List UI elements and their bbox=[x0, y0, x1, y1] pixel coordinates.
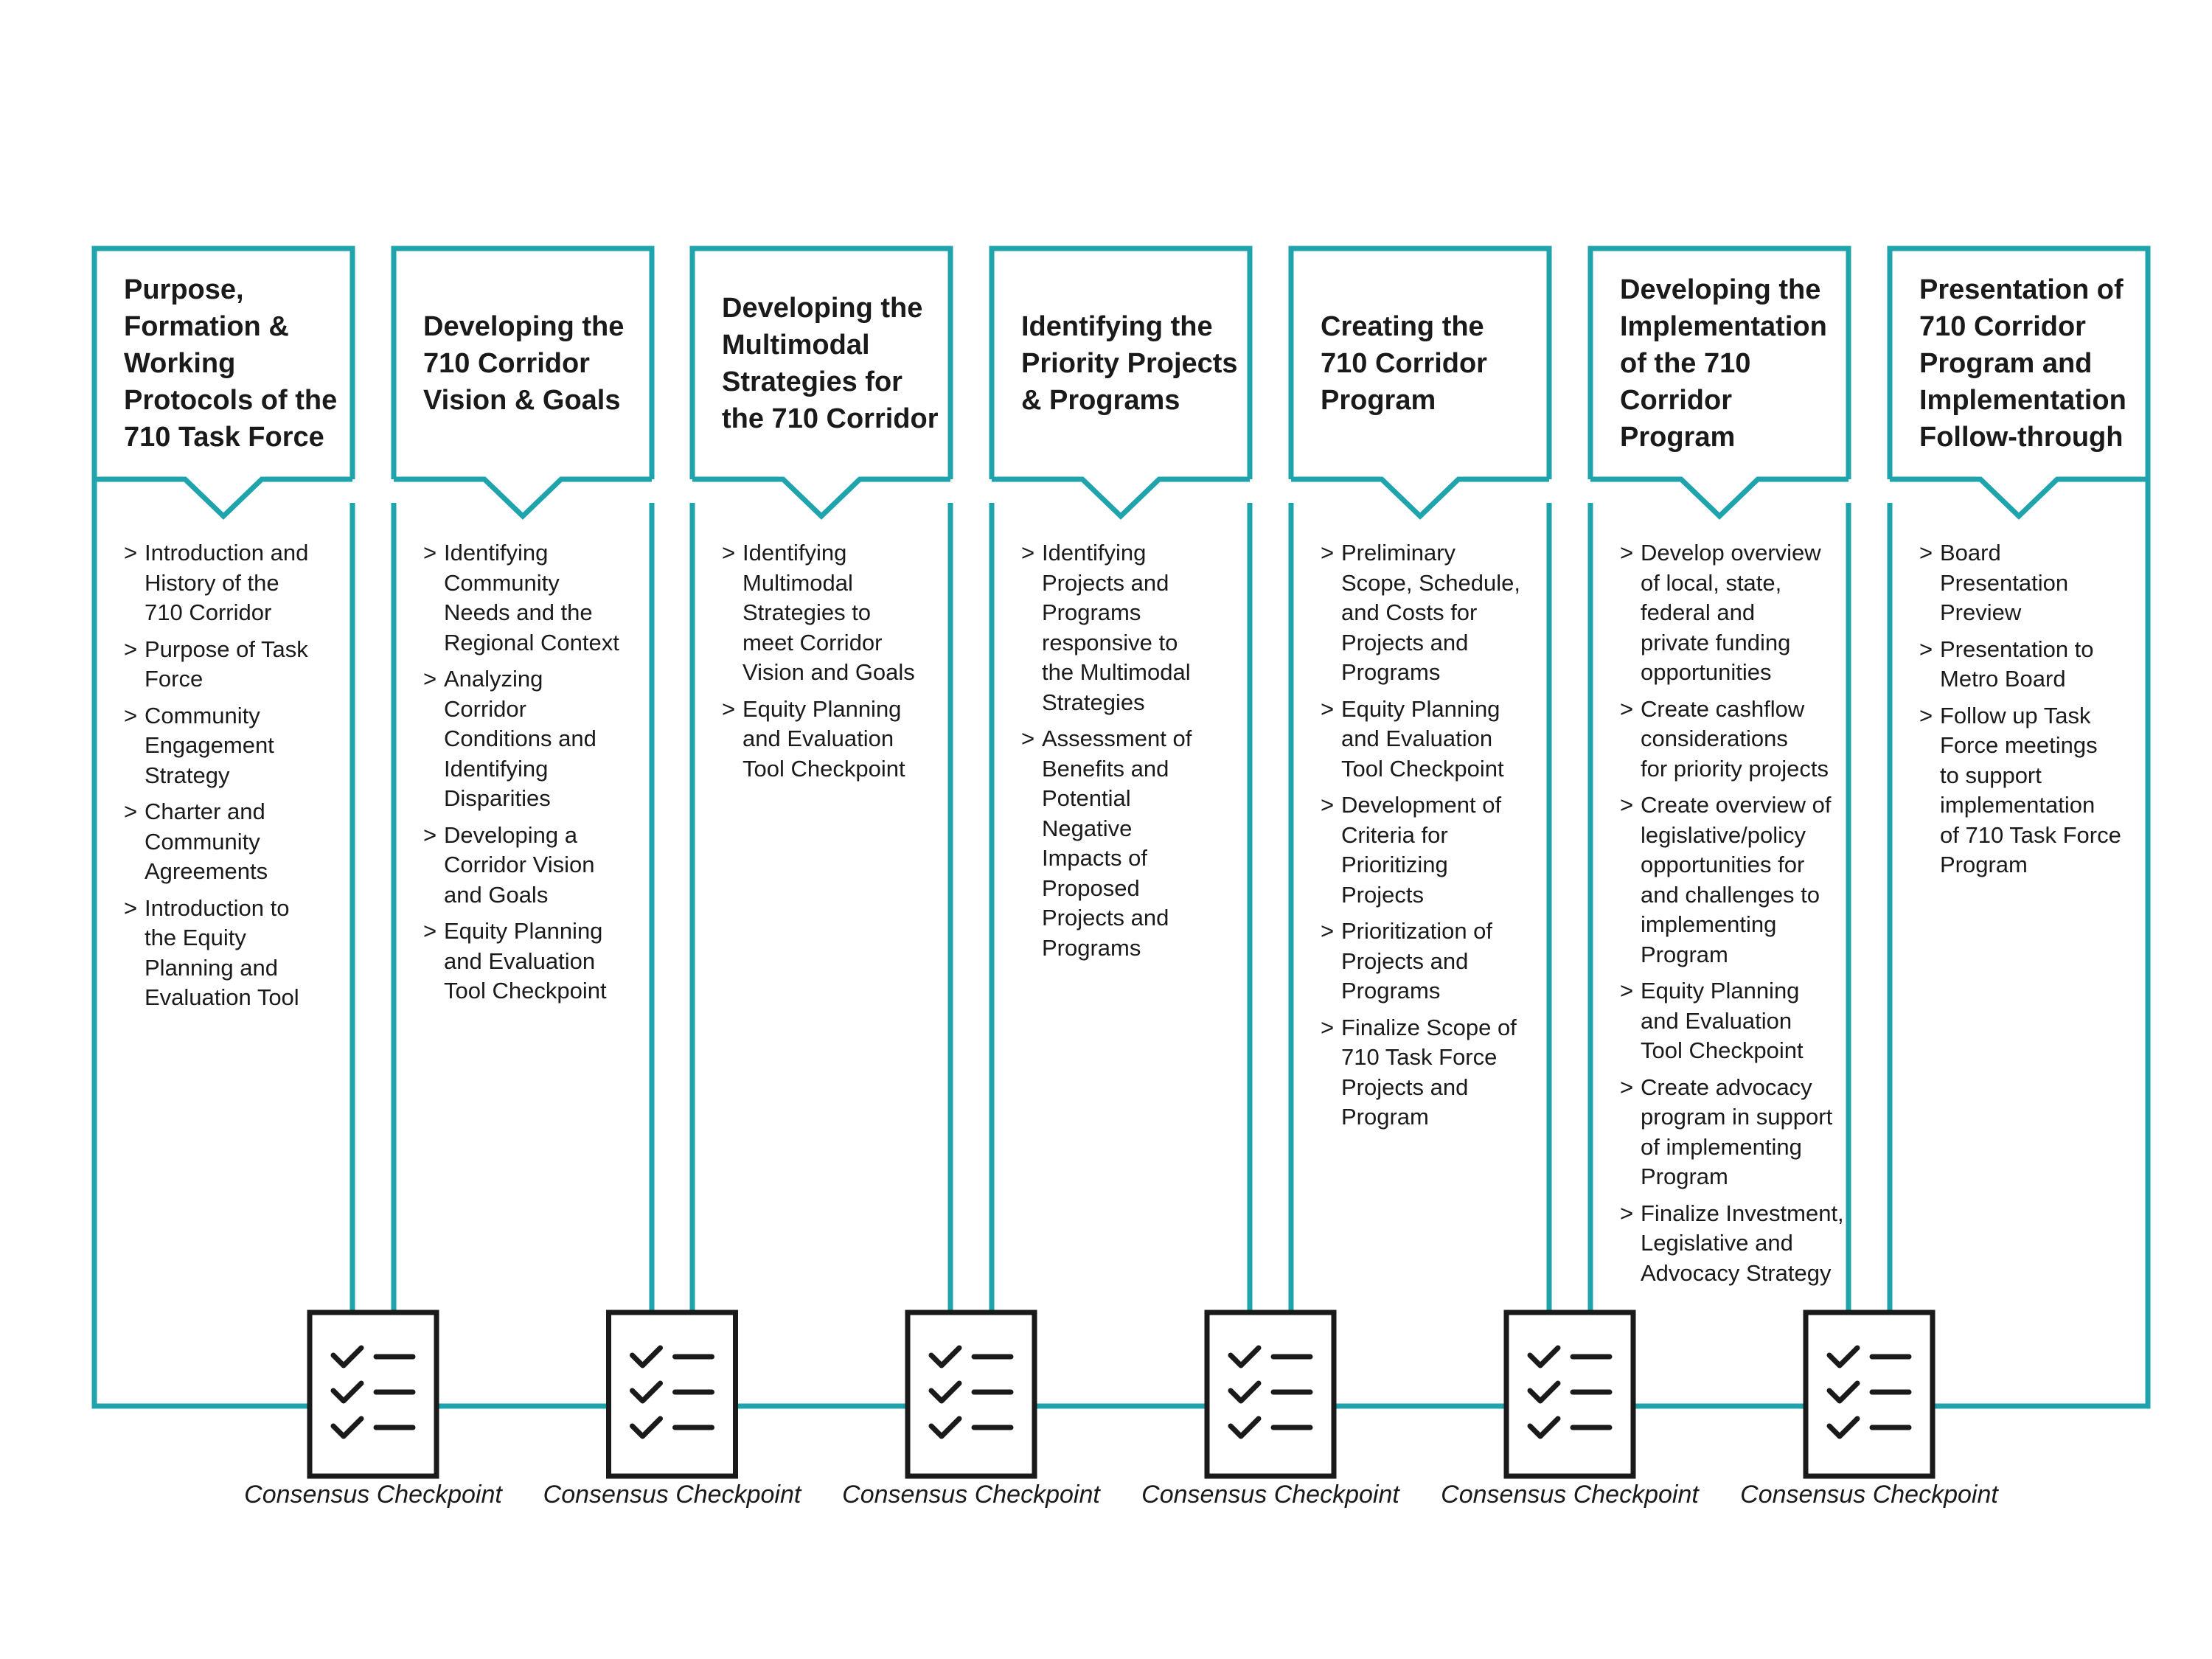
checklist-icon bbox=[1204, 1310, 1337, 1479]
list-item: Purpose of Task Force bbox=[124, 635, 364, 695]
list-item: Equity Planning and Evaluation Tool Chec… bbox=[423, 917, 663, 1006]
list-item: Introduction to the Equity Planning and … bbox=[124, 894, 364, 1013]
list-item: Charter and Community Agreements bbox=[124, 797, 364, 887]
list-item: Presentation to Metro Board bbox=[1919, 635, 2159, 695]
phase-items-6: Develop overview of local, state, federa… bbox=[1620, 538, 1860, 1295]
checkpoint-label: Consensus Checkpoint bbox=[244, 1481, 502, 1509]
list-item: Community Engagement Strategy bbox=[124, 701, 364, 791]
phase-items-7: Board Presentation PreviewPresentation t… bbox=[1919, 538, 2159, 887]
list-item: Identifying Projects and Programs respon… bbox=[1021, 538, 1261, 717]
list-item: Finalize Investment, Legislative and Adv… bbox=[1620, 1199, 1860, 1289]
phase-items-5: Preliminary Scope, Schedule, and Costs f… bbox=[1321, 538, 1560, 1139]
phase-title-6: Developing the Implementation of the 710… bbox=[1620, 274, 1827, 453]
checkpoint-label: Consensus Checkpoint bbox=[1740, 1481, 1998, 1509]
list-item: Equity Planning and Evaluation Tool Chec… bbox=[1321, 695, 1560, 785]
phase-title-3: Developing the Multimodal Strategies for… bbox=[722, 293, 939, 434]
phase-items-3: Identifying Multimodal Strategies to mee… bbox=[722, 538, 961, 790]
list-item: Equity Planning and Evaluation Tool Chec… bbox=[1620, 976, 1860, 1066]
checkpoint-label: Consensus Checkpoint bbox=[842, 1481, 1100, 1509]
list-item: Create cashflow considerations for prior… bbox=[1620, 695, 1860, 785]
list-item: Create overview of legislative/policy op… bbox=[1620, 790, 1860, 970]
checkpoint-label: Consensus Checkpoint bbox=[1141, 1481, 1399, 1509]
list-item: Develop overview of local, state, federa… bbox=[1620, 538, 1860, 688]
checklist-icon bbox=[905, 1310, 1037, 1479]
phase-title-1: Purpose, Formation & Working Protocols o… bbox=[124, 274, 338, 453]
phase-title-5: Creating the 710 Corridor Program bbox=[1321, 311, 1487, 416]
list-item: Analyzing Corridor Conditions and Identi… bbox=[423, 664, 663, 814]
phase-title-2: Developing the 710 Corridor Vision & Goa… bbox=[423, 311, 625, 416]
list-item: Equity Planning and Evaluation Tool Chec… bbox=[722, 695, 961, 785]
list-item: Follow up Task Force meetings to support… bbox=[1919, 701, 2159, 880]
list-item: Developing a Corridor Vision and Goals bbox=[423, 821, 663, 911]
list-item: Identifying Community Needs and the Regi… bbox=[423, 538, 663, 658]
checkpoint-label: Consensus Checkpoint bbox=[543, 1481, 801, 1509]
checklist-icon bbox=[606, 1310, 738, 1479]
list-item: Create advocacy program in support of im… bbox=[1620, 1073, 1860, 1192]
list-item: Assessment of Benefits and Potential Neg… bbox=[1021, 724, 1261, 963]
list-item: Development of Criteria for Prioritizing… bbox=[1321, 790, 1560, 910]
list-item: Finalize Scope of 710 Task Force Project… bbox=[1321, 1013, 1560, 1133]
phase-items-1: Introduction and History of the 710 Corr… bbox=[124, 538, 364, 1020]
list-item: Board Presentation Preview bbox=[1919, 538, 2159, 628]
checkpoint-label: Consensus Checkpoint bbox=[1441, 1481, 1699, 1509]
phase-title-7: Presentation of 710 Corridor Program and… bbox=[1919, 274, 2126, 453]
checklist-icon bbox=[307, 1310, 439, 1479]
phase-frame-7 bbox=[1887, 246, 2151, 1406]
list-item: Introduction and History of the 710 Corr… bbox=[124, 538, 364, 628]
list-item: Prioritization of Projects and Programs bbox=[1321, 917, 1560, 1006]
phase-items-2: Identifying Community Needs and the Regi… bbox=[423, 538, 663, 1013]
phase-title-4: Identifying the Priority Projects & Prog… bbox=[1021, 311, 1238, 416]
list-item: Identifying Multimodal Strategies to mee… bbox=[722, 538, 961, 688]
checklist-icon bbox=[1503, 1310, 1636, 1479]
checklist-icon bbox=[1803, 1310, 1935, 1479]
phase-items-4: Identifying Projects and Programs respon… bbox=[1021, 538, 1261, 970]
list-item: Preliminary Scope, Schedule, and Costs f… bbox=[1321, 538, 1560, 688]
